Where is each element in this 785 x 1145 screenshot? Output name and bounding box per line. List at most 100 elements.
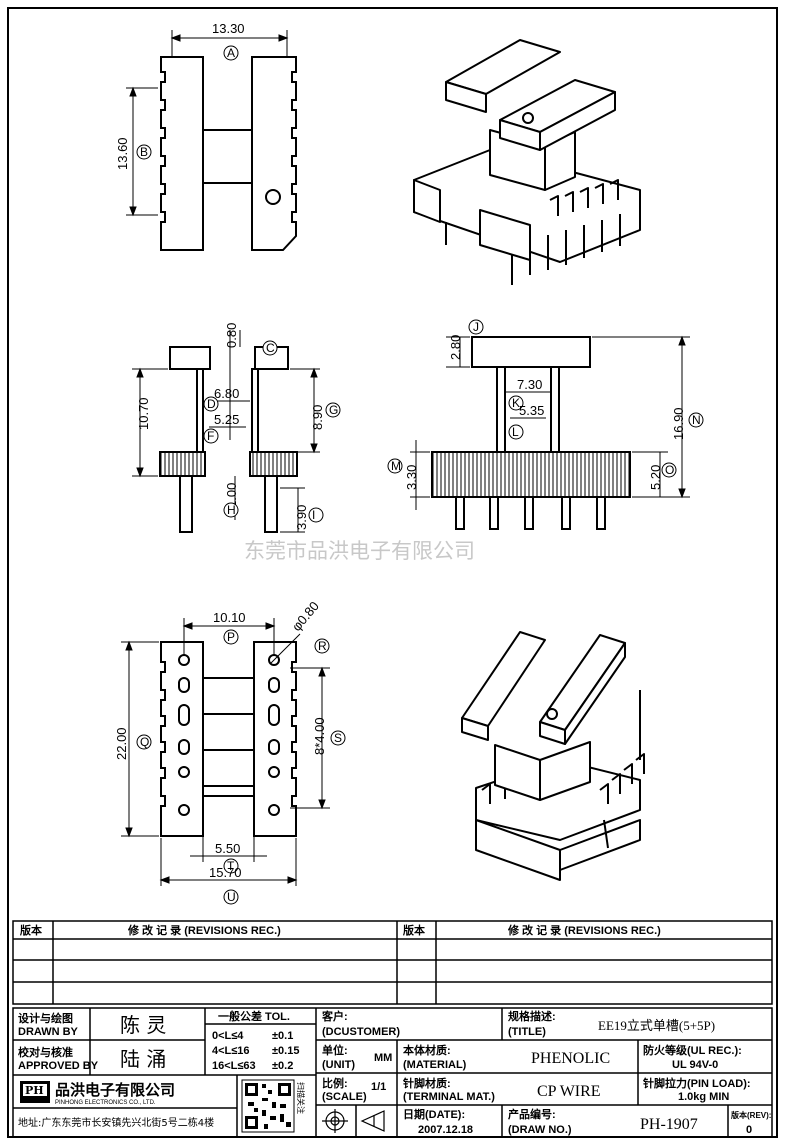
marker-l: L [508, 424, 524, 440]
title-value: EE19立式单槽(5+5P) [598, 1018, 715, 1033]
qr-code [241, 1079, 295, 1133]
marker-k: K [508, 395, 524, 411]
dim-bot-width: 10.10 [213, 610, 246, 625]
svg-text:D: D [207, 397, 216, 411]
dim-side-pin: 5.20 [648, 465, 663, 490]
marker-g: G [325, 402, 341, 418]
bottom-view [160, 641, 297, 837]
side-view-dims [410, 335, 690, 510]
dim-front-height: 10.70 [136, 397, 151, 430]
drawno-value: PH-1907 [640, 1116, 698, 1133]
rev-cn: 版本(REV): [730, 1110, 771, 1120]
marker-u: U [223, 889, 239, 905]
company-name-cn: 品洪电子有限公司 [55, 1081, 175, 1099]
tol-range-2: 4<L≤16 [212, 1045, 250, 1057]
marker-r: R [314, 638, 330, 654]
title-en: (TITLE) [508, 1026, 546, 1038]
svg-text:U: U [227, 890, 236, 904]
dim-bot-core: 5.50 [215, 841, 240, 856]
svg-text:B: B [140, 145, 148, 159]
rev-value: 0 [746, 1124, 752, 1136]
dim-side-inner: 7.30 [517, 377, 542, 392]
drawn-by-en: DRAWN BY [18, 1026, 79, 1038]
svg-text:R: R [318, 639, 327, 653]
terminal-value: CP WIRE [537, 1083, 601, 1100]
title-block-grid [12, 1007, 773, 1138]
approved-cn: 校对与核准 [18, 1045, 73, 1059]
front-view [159, 346, 298, 533]
marker-a: A [223, 45, 239, 61]
material-value: PHENOLIC [531, 1050, 610, 1067]
ul-value: UL 94V-0 [672, 1059, 718, 1071]
scale-en: (SCALE) [322, 1091, 367, 1103]
top-view-dims [126, 30, 289, 217]
qr-side-text: 扫描关注 [296, 1082, 306, 1114]
top-view [160, 56, 297, 251]
tol-value-1: ±0.1 [272, 1030, 293, 1042]
unit-value: MM [374, 1052, 392, 1064]
material-en: (MATERIAL) [403, 1059, 467, 1071]
side-view [431, 336, 631, 530]
tol-range-1: 0<L≤4 [212, 1030, 244, 1042]
drawn-by-cn: 设计与绘图 [18, 1011, 73, 1025]
marker-q: Q [136, 734, 152, 750]
dim-front-inner: 6.80 [214, 386, 239, 401]
drawn-by-name: 陈 灵 [120, 1013, 166, 1037]
date-value: 2007.12.18 [418, 1124, 473, 1136]
rev-col-record-left: 修 改 记 录 (REVISIONS REC.) [127, 923, 281, 937]
marker-m: M [387, 458, 403, 474]
title-cn: 规格描述: [508, 1009, 556, 1023]
dim-front-pin: 1.00 [224, 483, 239, 508]
svg-text:A: A [227, 46, 235, 60]
ul-cn: 防火等级(UL REC.): [643, 1043, 742, 1057]
svg-text:L: L [512, 425, 519, 439]
svg-text:T: T [227, 859, 235, 873]
dim-front-right: 8.90 [310, 405, 325, 430]
svg-text:M: M [391, 459, 401, 473]
customer-en: (DCUSTOMER) [322, 1026, 400, 1038]
svg-text:P: P [227, 630, 235, 644]
svg-text:PH: PH [25, 1084, 44, 1097]
dim-front-top: 0.80 [224, 323, 239, 348]
svg-text:K: K [512, 396, 520, 410]
date-cn: 日期(DATE): [403, 1107, 465, 1121]
drawno-en: (DRAW NO.) [508, 1124, 572, 1136]
tol-value-3: ±0.2 [272, 1060, 293, 1072]
svg-text:S: S [334, 731, 342, 745]
svg-text:Q: Q [140, 735, 149, 749]
marker-t: T [223, 858, 239, 874]
svg-text:J: J [473, 320, 479, 334]
marker-f: F [203, 428, 219, 444]
material-cn: 本体材质: [403, 1043, 451, 1057]
approved-en: APPROVED BY [18, 1060, 99, 1072]
dim-side-total: 16.90 [671, 407, 686, 440]
iso-view-bottom [461, 631, 645, 881]
iso-view-top [413, 39, 641, 285]
terminal-cn: 针脚材质: [403, 1076, 451, 1090]
dim-bot-hole: φ0.80 [289, 598, 322, 633]
dim-bot-height: 22.00 [114, 727, 129, 760]
marker-s: S [330, 730, 346, 746]
marker-c: C [262, 340, 278, 356]
rev-col-record-right: 修 改 记 录 (REVISIONS REC.) [507, 923, 661, 937]
bottom-view-dims [121, 618, 330, 886]
marker-d: D [203, 396, 219, 412]
company-address: 地址:广东东莞市长安镇先兴北街5号二栋4楼 [18, 1116, 214, 1129]
dim-bot-total: 15.70 [209, 865, 242, 880]
dim-side-top: 2.80 [448, 335, 463, 360]
svg-text:I: I [312, 508, 315, 522]
marker-h: H [223, 502, 239, 518]
unit-cn: 单位: [322, 1043, 348, 1057]
marker-p: P [223, 629, 239, 645]
svg-text:F: F [207, 429, 214, 443]
revision-table [12, 920, 773, 1005]
projection-symbol [322, 1109, 385, 1133]
pinload-value: 1.0kg MIN [678, 1091, 729, 1103]
svg-text:N: N [692, 413, 701, 427]
pinload-cn: 针脚拉力(PIN LOAD): [643, 1076, 751, 1090]
rev-col-version-right: 版本 [403, 923, 425, 937]
dim-top-width: 13.30 [212, 21, 245, 36]
marker-b: B [136, 144, 152, 160]
customer-cn: 客户: [321, 1009, 348, 1023]
terminal-en: (TERMINAL MAT.) [403, 1091, 495, 1103]
